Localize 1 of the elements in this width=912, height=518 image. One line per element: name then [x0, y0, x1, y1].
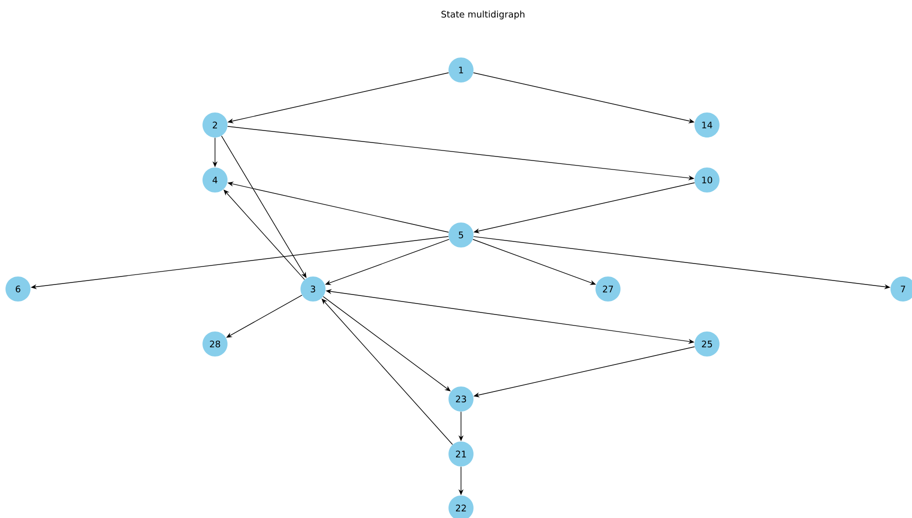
- title: State multidigraph: [441, 10, 524, 20]
